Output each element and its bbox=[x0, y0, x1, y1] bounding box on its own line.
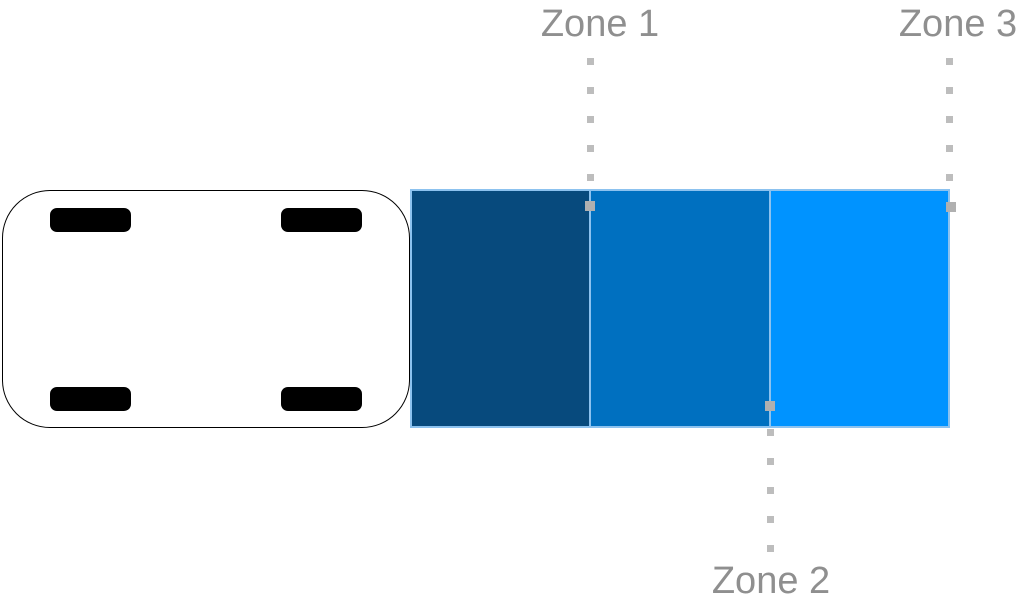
wheel-rear-left bbox=[50, 387, 131, 411]
detection-zones-strip bbox=[410, 189, 950, 428]
leader-line-zone3 bbox=[946, 58, 953, 186]
zone2-label: Zone 2 bbox=[711, 560, 831, 602]
zone1-label: Zone 1 bbox=[540, 3, 660, 45]
leader-marker-zone2 bbox=[765, 401, 775, 411]
zone-region-near bbox=[412, 191, 590, 426]
wheel-front-right bbox=[281, 208, 362, 232]
wheel-rear-right bbox=[281, 387, 362, 411]
wheel-front-left bbox=[50, 208, 131, 232]
zone3-label: Zone 3 bbox=[898, 3, 1018, 45]
zone-region-mid bbox=[589, 191, 769, 426]
zone-region-far bbox=[768, 191, 948, 426]
leader-line-zone1 bbox=[587, 58, 594, 186]
leader-marker-zone1 bbox=[585, 201, 595, 211]
vehicle-top-view bbox=[2, 190, 410, 428]
leader-marker-zone3 bbox=[946, 202, 956, 212]
leader-line-zone2 bbox=[767, 429, 774, 553]
